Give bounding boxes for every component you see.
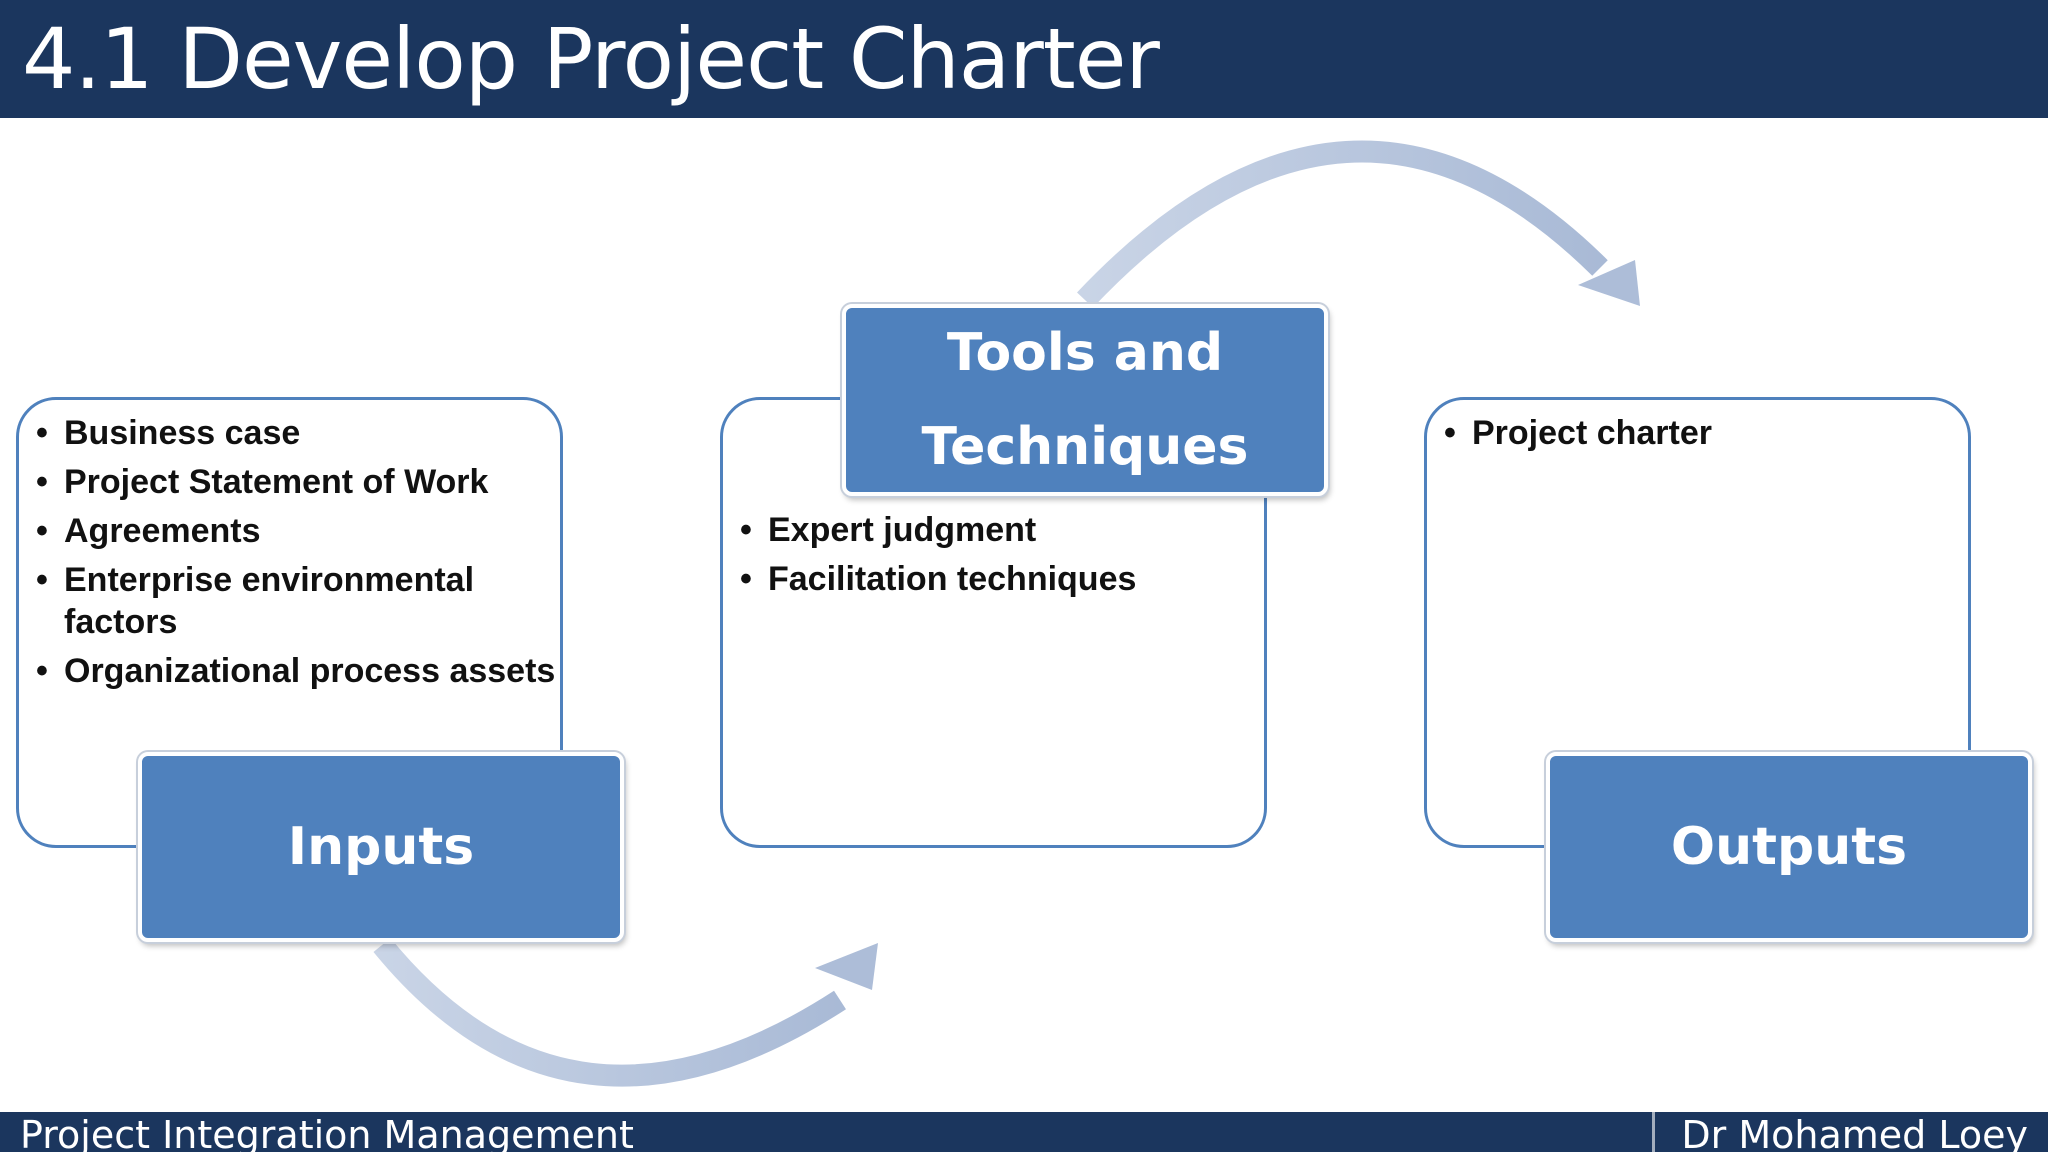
arrow-head-tools-to-outputs: [1578, 260, 1640, 306]
footer-author: Dr Mohamed Loey: [1681, 1113, 2028, 1157]
list-item: Project charter: [1444, 412, 1964, 454]
list-item: Expert judgment: [740, 509, 1260, 551]
inputs-label-box: Inputs: [138, 752, 624, 942]
list-item: Project Statement of Work: [36, 461, 556, 503]
list-item: Organizational process assets: [36, 650, 556, 692]
footer-bar: Project Integration Management Dr Mohame…: [0, 1112, 2048, 1157]
list-item: Enterprise environmental factors: [36, 559, 514, 643]
tools-list: Expert judgment Facilitation techniques: [740, 509, 1260, 607]
inputs-label: Inputs: [287, 817, 475, 877]
arrow-inputs-to-tools: [373, 938, 846, 1087]
outputs-label: Outputs: [1670, 817, 1908, 877]
inputs-list: Business case Project Statement of Work …: [36, 412, 556, 699]
slide-title: 4.1 Develop Project Charter: [22, 10, 1160, 108]
footer-course-title: Project Integration Management: [20, 1113, 634, 1157]
tools-label: Tools and Techniques: [921, 323, 1249, 477]
list-item: Business case: [36, 412, 556, 454]
tools-label-box: Tools and Techniques: [842, 304, 1328, 496]
outputs-label-box: Outputs: [1546, 752, 2032, 942]
list-item: Facilitation techniques: [740, 558, 1260, 600]
arrow-head-inputs-to-tools: [815, 943, 878, 990]
outputs-list: Project charter: [1444, 412, 1964, 461]
list-item: Agreements: [36, 510, 556, 552]
title-bar: 4.1 Develop Project Charter: [0, 0, 2048, 118]
arrow-tools-to-outputs: [1077, 140, 1608, 308]
footer-divider: [1652, 1112, 1655, 1152]
